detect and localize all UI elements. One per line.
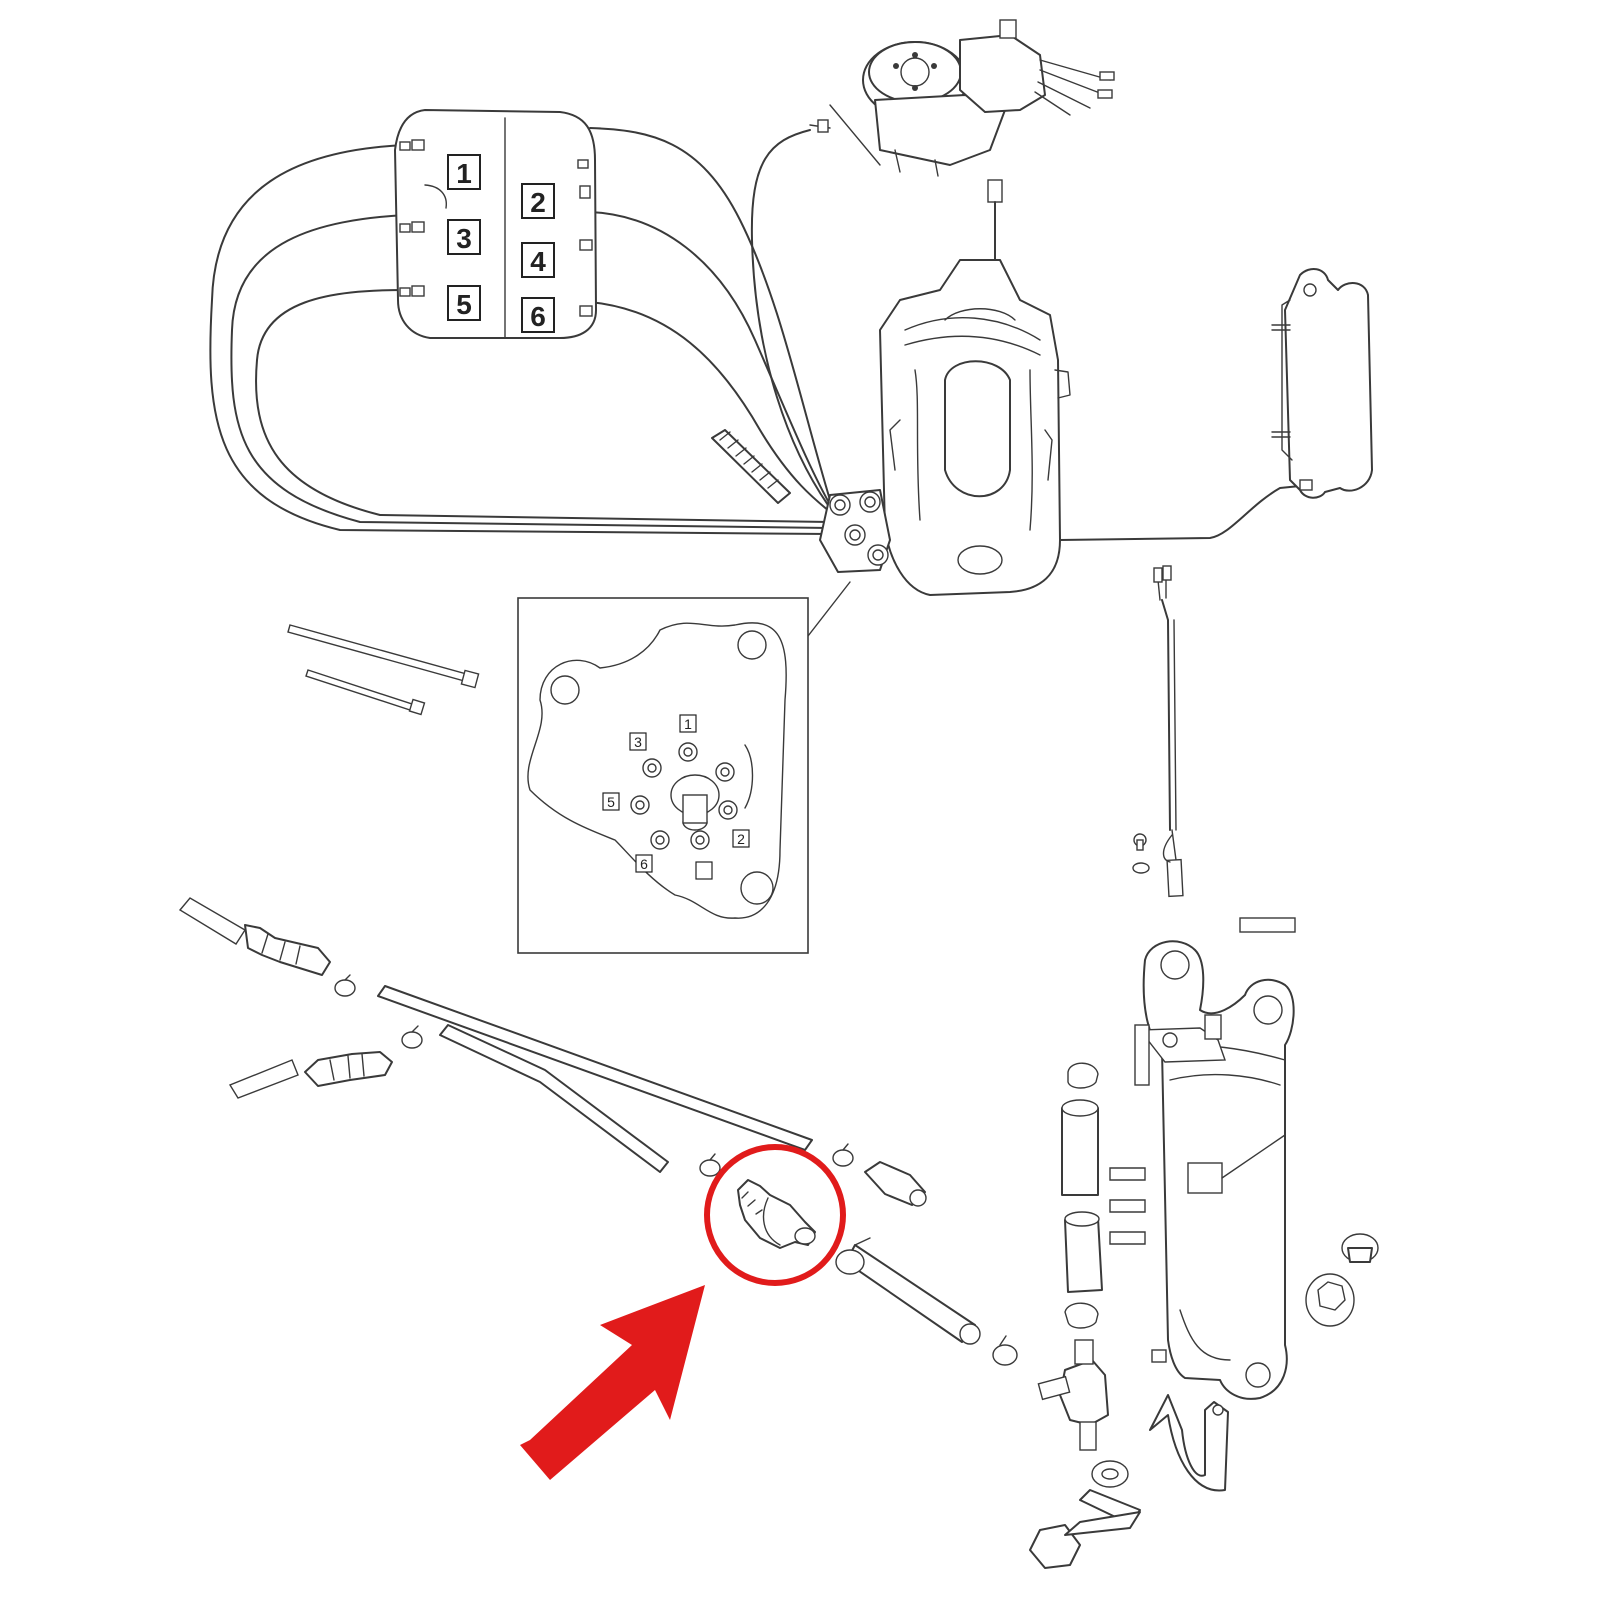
coil-spring (711, 429, 791, 504)
remote-oil-tank-outline (1271, 268, 1373, 499)
cylinder-label-1: 1 (447, 154, 481, 190)
oil-pump-assembly (809, 19, 1115, 177)
oil-distribution-hoses (209, 127, 1301, 541)
svg-text:5: 5 (607, 794, 615, 810)
svg-text:6: 6 (640, 856, 648, 872)
svg-text:1: 1 (456, 158, 472, 189)
inset-port-nipples (630, 742, 738, 850)
oil-reservoir-housing (819, 179, 1071, 596)
svg-text:2: 2 (737, 831, 745, 847)
highlight-arrow-icon (520, 1285, 705, 1480)
highlight-circle (704, 1144, 846, 1286)
svg-text:6: 6 (530, 301, 546, 332)
cylinder-label-5: 5 (447, 285, 481, 321)
cylinder-block-schematic: 1 2 3 4 5 6 (394, 109, 597, 339)
t-fitting-assembly (1029, 1062, 1141, 1569)
svg-text:4: 4 (530, 246, 546, 277)
lower-hose-assembly (178, 897, 1018, 1366)
highlighted-check-valve[interactable] (704, 1144, 846, 1286)
svg-text:3: 3 (456, 223, 472, 254)
cylinder-label-3: 3 (447, 219, 481, 255)
lower-oil-tank (1109, 940, 1379, 1492)
cylinder-label-6: 6 (521, 297, 555, 333)
label-tag-blank (1239, 917, 1296, 933)
cylinder-label-2: 2 (521, 183, 555, 219)
cable-ties (287, 624, 480, 716)
hose-clamp-lower (992, 1335, 1018, 1366)
hose-nipples-right (577, 159, 593, 317)
svg-text:1: 1 (684, 716, 692, 732)
check-valve-part (737, 1179, 816, 1249)
svg-text:3: 3 (634, 734, 642, 750)
hose-nipples-left (399, 139, 425, 297)
svg-text:5: 5 (456, 289, 472, 320)
svg-text:2: 2 (530, 187, 546, 218)
cylinder-label-4: 4 (521, 242, 555, 278)
oil-level-sensor-wire (1132, 565, 1184, 898)
oil-pump-port-detail-inset: 1 2 3 5 6 (517, 581, 851, 954)
